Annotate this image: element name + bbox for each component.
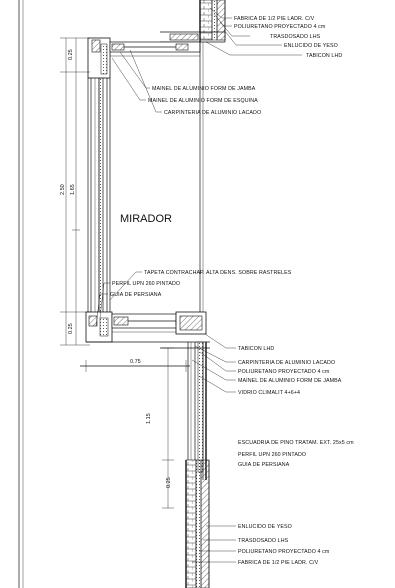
label-lower-right-2: CARPINTERIA DE ALUMINIO LACADO <box>238 360 335 366</box>
left-reference-lines <box>18 0 24 588</box>
label-top-5: TABICON LHD <box>306 53 342 59</box>
labels-lower-frame-group: TAPETA CONTRACHAP. ALTA DENS. SOBRE RAST… <box>110 270 292 298</box>
label-lower-right-1: TABICON LHD <box>238 346 274 352</box>
label-top-3: TRASDOSADO LHS <box>270 34 321 40</box>
label-mid-right-3: GUIA DE PERSIANA <box>238 462 290 468</box>
label-lower-right-4: MAINEL DE ALUMINIO FORM DE JAMBA <box>238 378 342 384</box>
label-upper-frame-2: MAINEL DE ALUMINIO FORM DE ESQUINA <box>148 98 258 104</box>
label-lower-frame-1: TAPETA CONTRACHAP. ALTA DENS. SOBRE RAST… <box>144 270 292 276</box>
label-bottom-3: POLIURETANO PROYECTADO 4 cm <box>238 549 330 555</box>
leader-lines <box>95 7 302 563</box>
label-mid-right-2: PERFIL UPN 260 PINTADO <box>238 452 306 458</box>
labels-top-group: FABRICA DE 1/2 PIE LADR. C/V POLIURETANO… <box>234 16 342 59</box>
upper-window-frame <box>87 37 201 79</box>
room-label: MIRADOR <box>120 213 172 225</box>
label-mid-right-1: ESCUADRIA DE PINO TRATAM. EXT. 25x5 cm <box>238 440 354 446</box>
labels-lower-right-group: TABICON LHD CARPINTERIA DE ALUMINIO LACA… <box>238 346 342 396</box>
label-lower-frame-2: PERFIL UPN 260 PINTADO <box>112 281 180 287</box>
dim-total-height: 2.50 <box>60 184 66 195</box>
label-top-1: FABRICA DE 1/2 PIE LADR. C/V <box>234 16 315 22</box>
label-lower-right-3: POLIURETANO PROYECTADO 4 cm <box>238 369 330 375</box>
label-upper-frame-3: CARPINTERIA DE ALUMINIO LACADO <box>164 110 261 116</box>
label-bottom-2: TRASDOSADO LHS <box>238 538 289 544</box>
dim-lower-height: 1.15 <box>146 413 152 424</box>
label-upper-frame-1: MAINEL DE ALUMINIO FORM DE JAMBA <box>152 86 256 92</box>
label-lower-frame-3: GUIA DE PERSIANA <box>110 292 162 298</box>
dim-bottom-frame: 0.25 <box>68 323 74 334</box>
mirador-right-line <box>199 42 204 312</box>
lower-jamb-vertical <box>187 341 207 480</box>
label-lower-right-5: VIDRIO CLIMALIT 4+6+4 <box>238 390 300 396</box>
upper-wall-section <box>160 0 226 43</box>
labels-bottom-group: ENLUCIDO DE YESO TRASDOSADO LHS POLIURET… <box>238 524 330 566</box>
dim-horizontal: 0.75 <box>130 359 141 365</box>
label-bottom-4: FABRICA DE 1/2 PIE LADR. C/V <box>238 560 319 566</box>
lower-wall-section <box>185 459 210 588</box>
dim-top-frame: 0.25 <box>68 49 74 60</box>
label-top-4: ENLUCIDO DE YESO <box>284 43 338 49</box>
labels-upper-frame-group: MAINEL DE ALUMINIO FORM DE JAMBA MAINEL … <box>148 86 261 116</box>
lower-window-frame <box>85 311 210 349</box>
labels-mid-right-group: ESCUADRIA DE PINO TRATAM. EXT. 25x5 cm P… <box>238 440 354 468</box>
label-bottom-1: ENLUCIDO DE YESO <box>238 524 292 530</box>
dim-lower-small: 0.25 <box>166 477 172 488</box>
window-jamb-vertical <box>87 77 111 313</box>
label-top-2: POLIURETANO PROYECTADO 4 cm <box>234 24 326 30</box>
dim-glass-height: 1.65 <box>70 184 76 195</box>
dimension-lines <box>60 37 190 509</box>
